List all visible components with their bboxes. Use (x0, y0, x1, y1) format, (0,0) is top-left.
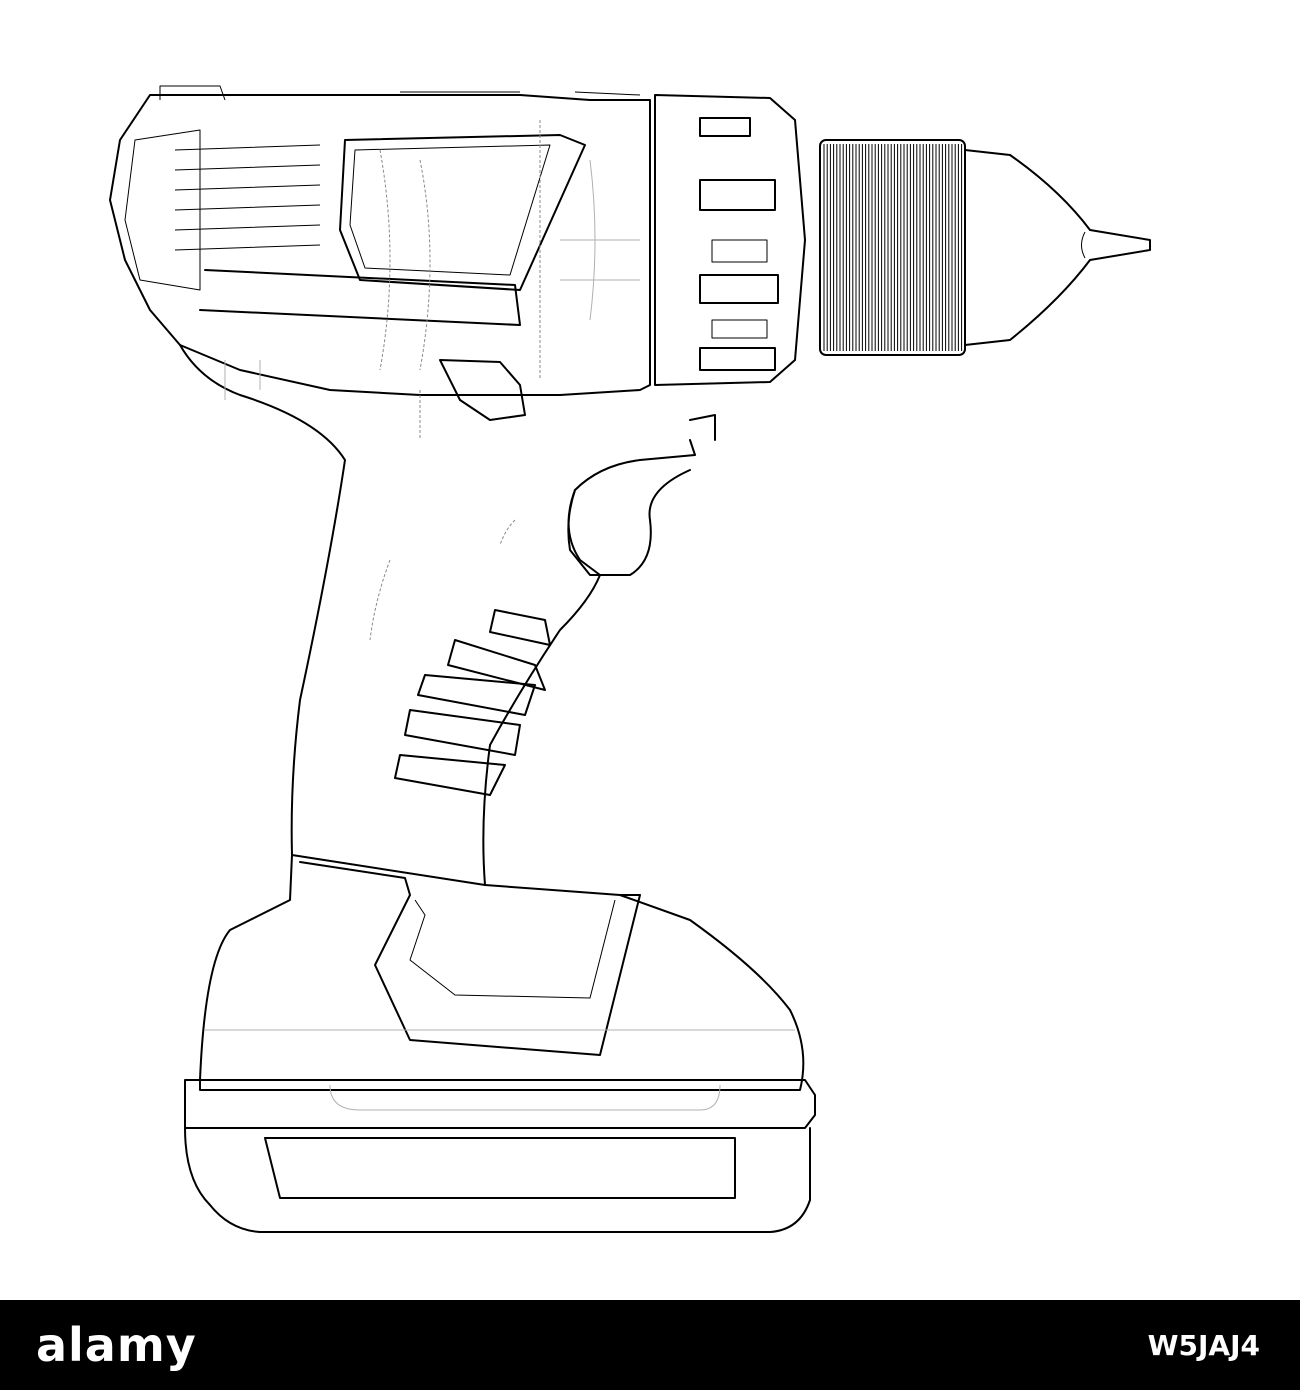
chuck-ribs (823, 144, 963, 351)
battery-bottom-recess (264, 1137, 736, 1199)
ghost-housing-lines (224, 159, 640, 400)
handle-outline (179, 344, 601, 886)
housing-lower-band (199, 269, 521, 326)
gear-collar (654, 94, 806, 386)
trigger-guard (567, 439, 696, 576)
vent-slots (174, 144, 321, 251)
alamy-logo: alamy (36, 1318, 197, 1372)
chuck-ribbed-sleeve (819, 139, 966, 356)
battery-bottom (184, 1127, 811, 1233)
handle-internal-line (369, 390, 516, 641)
handle-front-edge (689, 414, 716, 441)
drill-wireframe-drawing (109, 85, 1151, 1233)
side-panel (339, 134, 586, 291)
grip-ridges (394, 609, 551, 796)
image-id-label: W5JAJ4 (1147, 1329, 1260, 1362)
battery-base-plate (184, 1079, 816, 1129)
chuck-tip-hole (1081, 231, 1086, 259)
battery-panel-inner (409, 899, 616, 999)
internal-gear-lines (379, 120, 541, 380)
battery-release-panel (299, 861, 641, 1056)
rear-cap (124, 129, 201, 291)
collar-slots (699, 117, 779, 371)
battery-top-shell (199, 854, 805, 1091)
chuck-nose (964, 149, 1151, 346)
housing-top-ridge (159, 85, 641, 101)
watermark-footer-bar: alamy W5JAJ4 (0, 1300, 1300, 1390)
side-panel-inner (349, 144, 551, 276)
forward-reverse-switch (439, 359, 526, 421)
battery-ghost-lines (205, 1029, 795, 1111)
drill-illustration (109, 85, 1151, 1233)
motor-housing-outline (109, 94, 651, 396)
